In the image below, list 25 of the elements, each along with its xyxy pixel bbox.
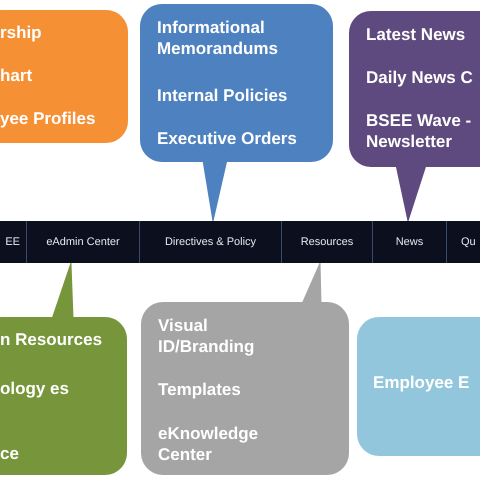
link-text: Templates <box>158 379 242 400</box>
link-text: Employee E <box>373 372 470 393</box>
callout-tail <box>395 164 427 223</box>
callout-tail <box>202 160 228 222</box>
callout-bubble <box>140 4 333 162</box>
link-text: ce <box>0 443 20 464</box>
link-text: Informational Memorandums <box>157 17 279 59</box>
link-text: n Resources <box>0 329 104 350</box>
callout-bubble <box>349 11 480 167</box>
link-text: Internal Policies <box>157 85 288 106</box>
link-text: ology es <box>0 378 70 399</box>
link-text: Latest News <box>366 24 466 45</box>
callout-bubble <box>0 10 128 143</box>
link-text: BSEE Wave - Newsletter <box>366 110 472 152</box>
callout-bubble <box>0 317 127 475</box>
callout-tail <box>51 262 74 320</box>
callout-bubble <box>357 317 480 456</box>
link-text: Executive Orders <box>157 128 298 149</box>
link-text: eKnowledge Center <box>158 423 260 465</box>
link-text: yee Profiles <box>0 108 96 129</box>
link-text: rship <box>0 22 43 43</box>
link-text: hart <box>0 65 34 86</box>
link-text: Visual ID/Branding <box>158 315 256 357</box>
link-text: Daily News C <box>366 67 474 88</box>
callout-bubble <box>141 302 349 475</box>
